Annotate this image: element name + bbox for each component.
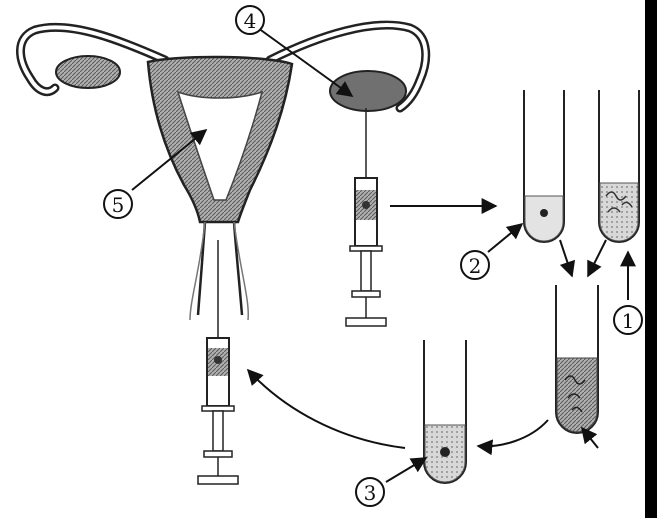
left-ovary: [56, 56, 120, 88]
right-ovary: [330, 71, 406, 111]
egg-test-tube: [524, 90, 564, 242]
label-1-text: 1: [622, 309, 635, 333]
arrow-sperm-to-fertilization: [588, 240, 606, 276]
fertilization-test-tube: [556, 285, 598, 433]
label-2: 2: [461, 251, 489, 279]
collecting-syringe: [346, 108, 386, 326]
arrow-fertilization-to-embryo: [478, 420, 548, 446]
arrow-egg-to-fertilization: [560, 240, 572, 276]
arrow-pointer-fertilization: [582, 428, 598, 448]
label-5: 5: [104, 190, 132, 218]
label-5-text: 5: [112, 193, 125, 217]
label-3: 3: [356, 478, 384, 506]
sperm-test-tube: [599, 90, 639, 242]
label-4: 4: [236, 6, 264, 34]
label-1: 1: [614, 306, 642, 334]
label-4-text: 4: [244, 9, 257, 33]
transfer-syringe: [198, 240, 238, 484]
leader-2: [488, 224, 522, 252]
label-3-text: 3: [364, 481, 377, 505]
label-2-text: 2: [469, 254, 482, 278]
leader-3: [386, 458, 426, 482]
arrow-embryo-to-syringe: [248, 370, 405, 448]
embryo-test-tube: [424, 340, 466, 483]
